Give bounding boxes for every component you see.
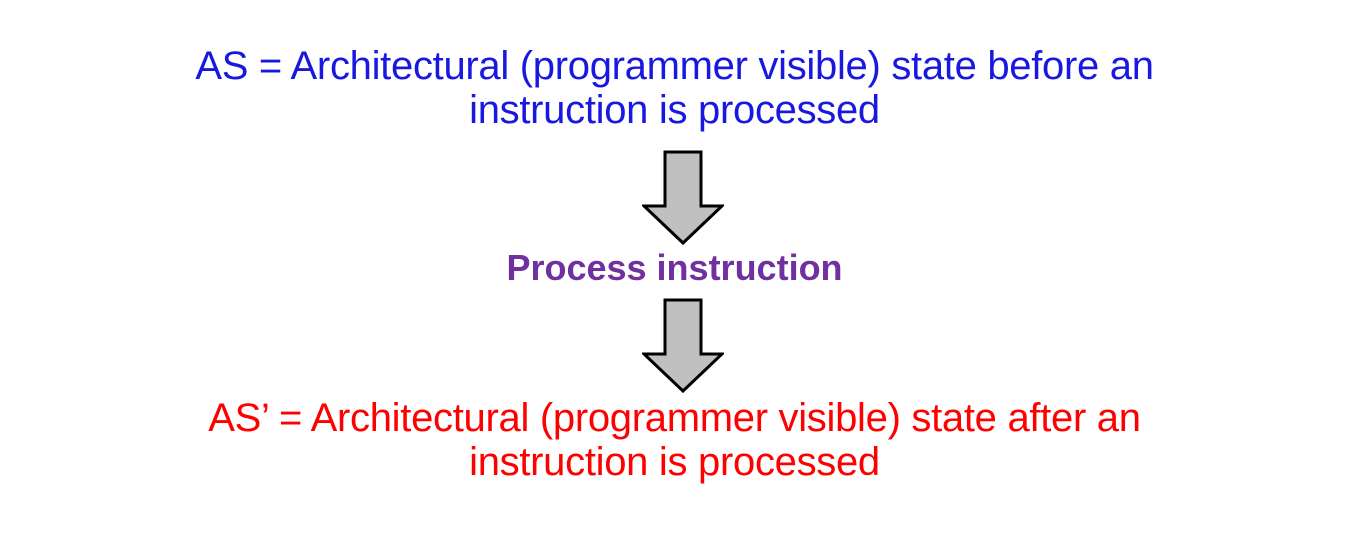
process-instruction-label: Process instruction [506, 247, 843, 288]
architectural-state-before-text: AS = Architectural (programmer visible) … [195, 44, 1154, 132]
down-arrow-icon-top [642, 150, 724, 246]
down-arrow-icon-bottom [642, 298, 724, 394]
architectural-state-after-text: AS’ = Architectural (programmer visible)… [208, 396, 1141, 484]
